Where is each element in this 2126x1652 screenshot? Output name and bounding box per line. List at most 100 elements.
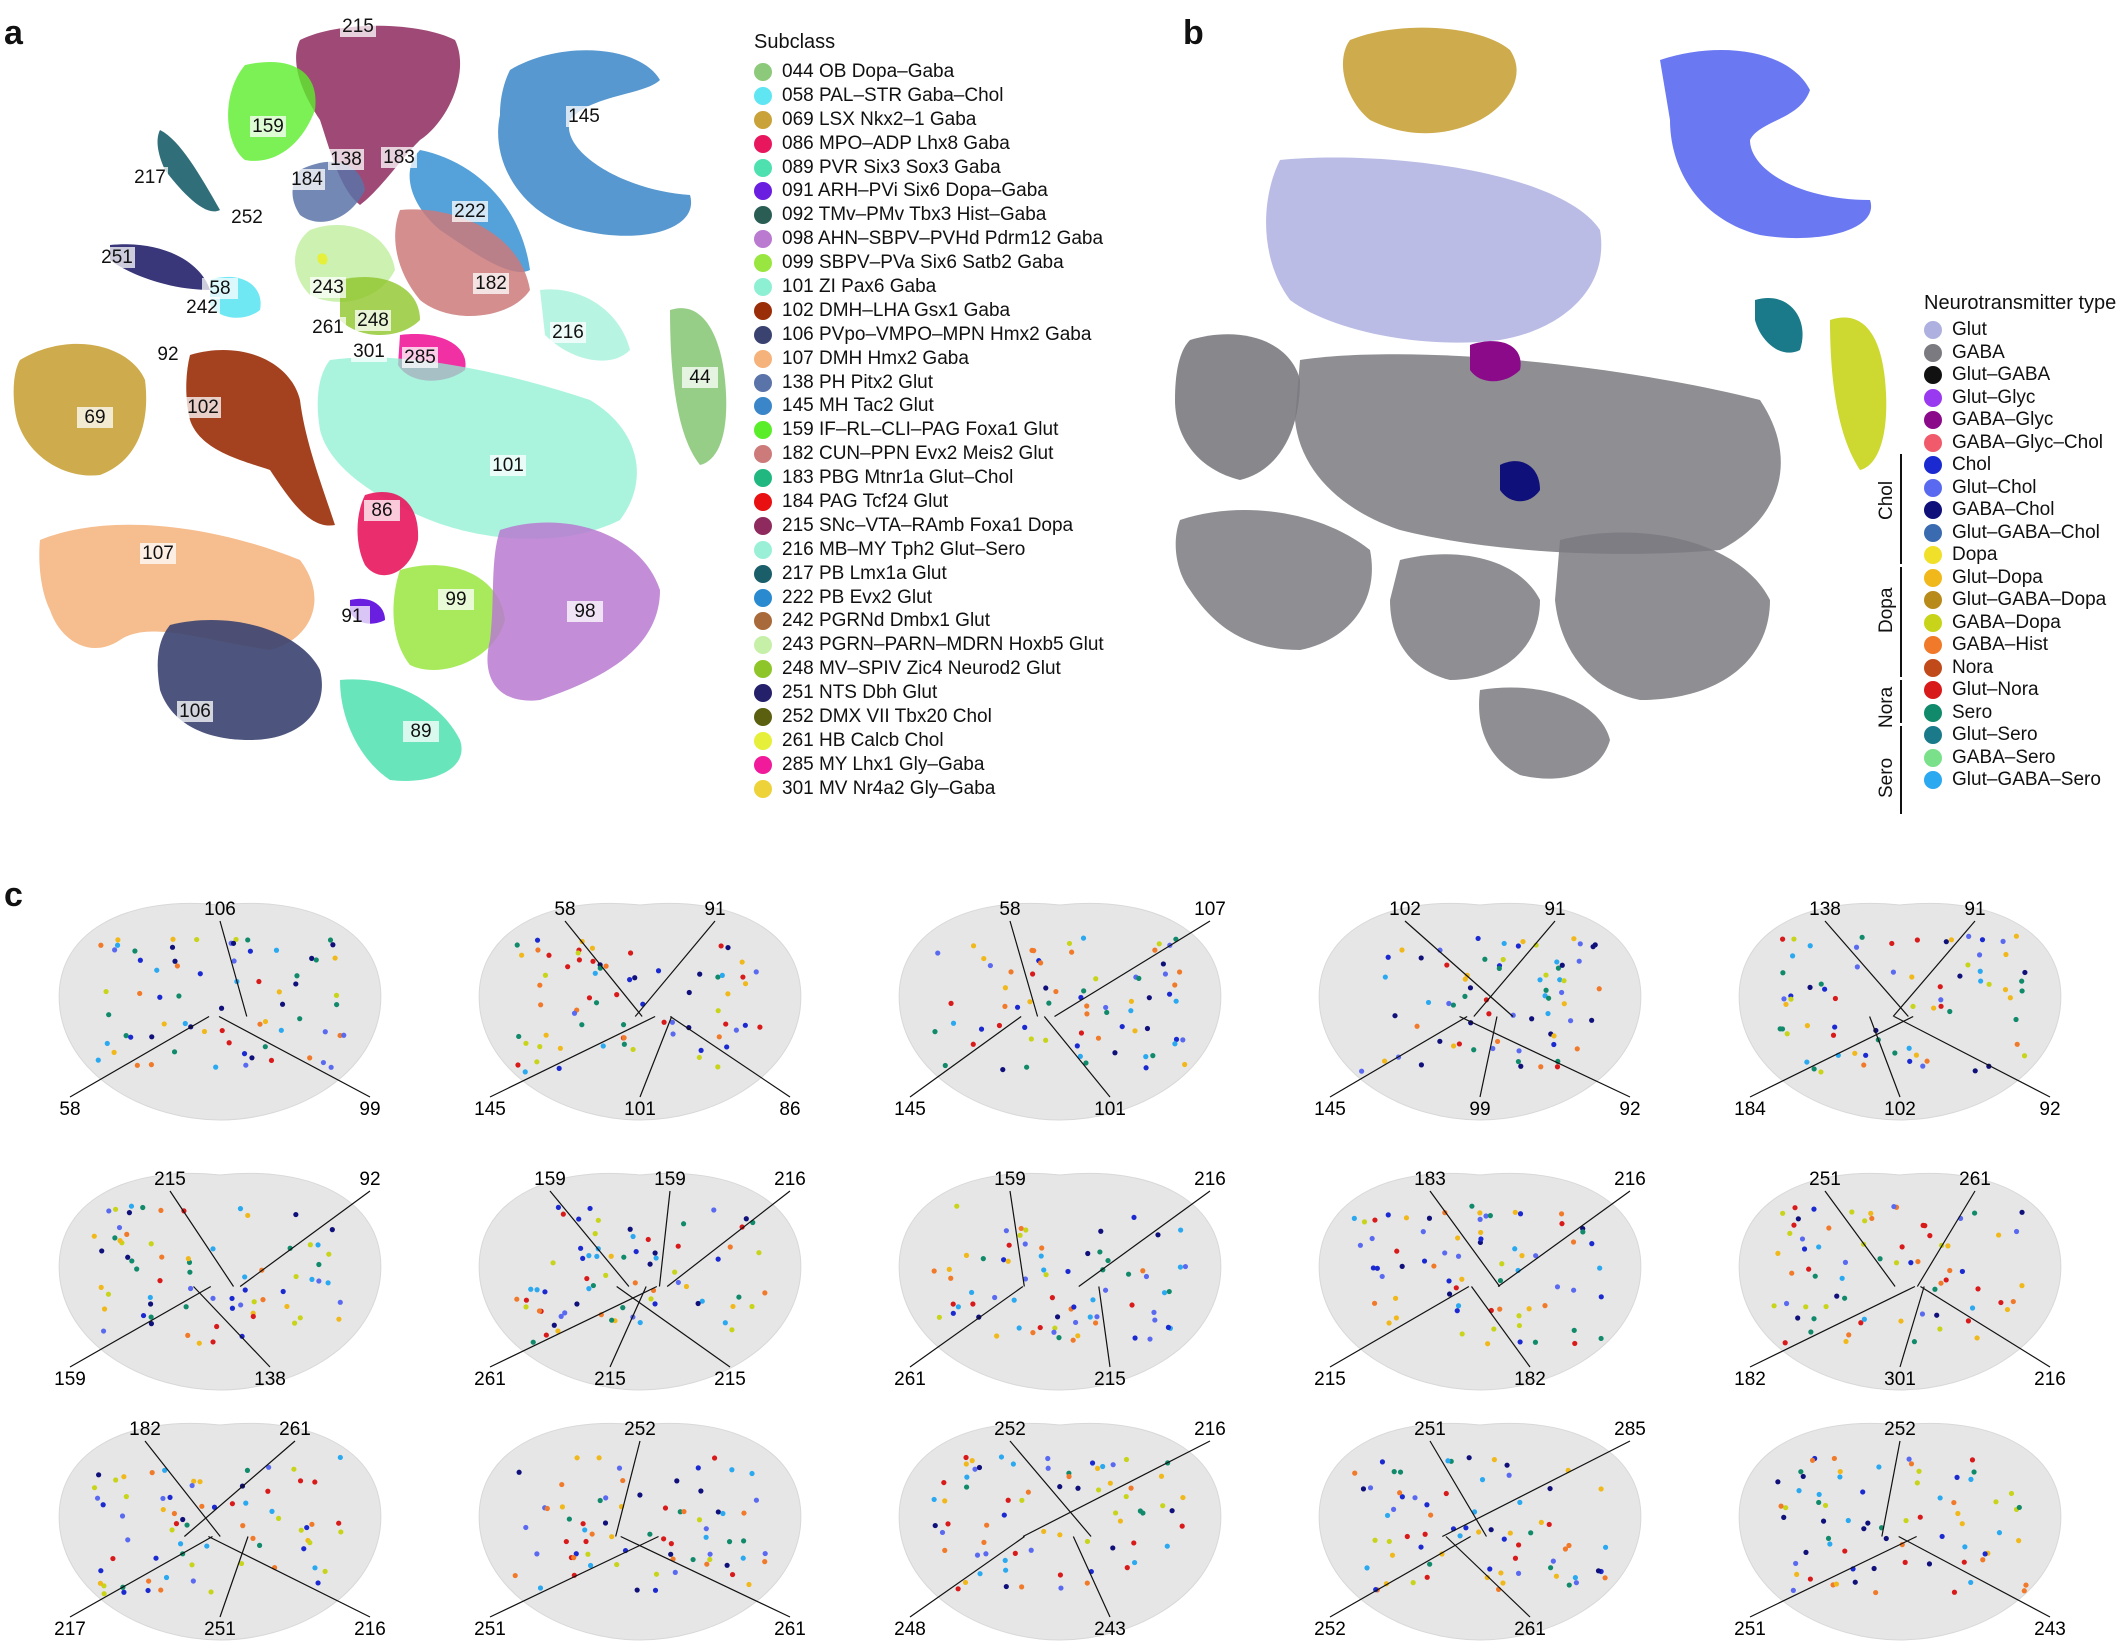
cell-dot [1003, 1567, 1009, 1573]
cell-dot [291, 1466, 297, 1472]
cell-dot [1455, 1253, 1462, 1259]
cell-dot [1156, 941, 1162, 947]
callout-line [1459, 1015, 1631, 1098]
cell-dot [1386, 1538, 1392, 1545]
cell-dot [1890, 969, 1897, 975]
cell-dot [695, 1300, 701, 1307]
callout-line [1892, 920, 1976, 1017]
cell-dot [1822, 1502, 1829, 1509]
cell-dot [2016, 1538, 2022, 1544]
section-callout-label: 215 [1314, 1369, 1346, 1390]
cell-dot [1178, 1227, 1184, 1233]
subclass-legend-label: 098 AHN–SBPV–PVHd Pdrm12 Gaba [782, 228, 1104, 250]
cell-dot [1784, 1031, 1790, 1037]
cell-dot [1038, 1253, 1044, 1259]
subclass-legend-swatch [754, 373, 772, 392]
cell-dot [1005, 1497, 1011, 1503]
section-callout-label: 106 [204, 899, 236, 920]
cell-dot [1979, 937, 1986, 943]
cell-dot [739, 1224, 745, 1230]
cell-dot [100, 1328, 107, 1334]
cell-dot [309, 1521, 315, 1527]
cell-dot [1863, 1052, 1869, 1058]
cell-dot [1022, 1276, 1029, 1282]
subclass-legend-label: 242 PGRNd Dmbx1 Glut [782, 610, 991, 632]
cell-dot [1842, 1295, 1848, 1301]
cell-dot [125, 1254, 131, 1260]
cell-dot [964, 1474, 970, 1480]
nt-legend-label: GABA–Glyc [1952, 409, 2054, 431]
cell-dot [293, 1273, 299, 1280]
cell-dot [125, 1537, 131, 1543]
cell-dot [575, 950, 581, 956]
cell-dot [555, 1328, 561, 1334]
cell-dot [1938, 997, 1944, 1003]
cell-dot [519, 952, 525, 958]
nt-legend-item: Glut–Nora [1924, 679, 2106, 702]
cell-dot [1158, 1473, 1165, 1479]
panel-b-letter: b [1183, 14, 1204, 52]
cell-dot [1861, 1526, 1867, 1532]
cell-dot [586, 1286, 592, 1292]
cell-dot [1105, 1257, 1111, 1264]
cell-dot [1553, 1573, 1560, 1579]
cell-dot [1500, 1580, 1506, 1586]
cell-dot [96, 1472, 102, 1478]
cell-dot [686, 1024, 692, 1031]
umap-label-bg [452, 201, 488, 222]
cell-dot [1849, 1209, 1855, 1215]
cell-dot [1517, 1499, 1523, 1506]
cell-dot [1445, 1458, 1451, 1464]
cell-dot [1561, 978, 1567, 984]
cell-dot [1123, 1456, 1130, 1463]
nt-legend-item: Glut–GABA–Dopa [1924, 589, 2106, 612]
section-outline [1738, 902, 2062, 1121]
nt-legend-item: GABA–Glyc [1924, 409, 2106, 432]
cell-dot [2007, 995, 2013, 1001]
cell-dot [1937, 984, 1943, 990]
cell-dot [1065, 1268, 1071, 1275]
cell-dot [1833, 1581, 1840, 1587]
cell-dot [1572, 1575, 1578, 1581]
cell-dot [720, 1510, 726, 1517]
umap-cluster-label: 69 [84, 407, 105, 428]
cell-dot [1131, 1540, 1137, 1546]
cell-dot [1914, 1480, 1920, 1486]
cell-dot [1077, 1053, 1083, 1059]
subclass-legend-label: 182 CUN–PPN Evx2 Meis2 Glut [782, 443, 1054, 465]
cell-dot [1907, 1058, 1913, 1064]
cell-dot [950, 1310, 956, 1316]
umap-cluster-label: 145 [568, 106, 600, 127]
cell-dot [1562, 1546, 1569, 1552]
cell-dot [514, 942, 520, 948]
cell-dot [292, 1320, 298, 1326]
cell-dot [269, 1508, 275, 1514]
cell-dot [683, 1283, 690, 1290]
cell-dot [998, 1454, 1005, 1460]
cell-dot [632, 975, 638, 981]
subclass-legend-swatch [754, 492, 772, 511]
cell-dot [1589, 1241, 1595, 1247]
cell-dot [963, 1461, 969, 1467]
cell-dot [980, 1256, 986, 1262]
cell-dot [1128, 998, 1135, 1004]
cell-dot [238, 1302, 244, 1308]
subclass-legend-item: 058 PAL–STR Gaba–Chol [754, 84, 1104, 108]
cell-dot [1022, 1241, 1028, 1247]
cell-dot [983, 1551, 989, 1557]
section-callout-label: 251 [1414, 1419, 1446, 1440]
section-callout-label: 261 [474, 1369, 506, 1390]
cell-dot [602, 1520, 609, 1526]
subclass-legend-swatch [754, 182, 772, 201]
cell-dot [976, 1464, 983, 1471]
subclass-legend-swatch [754, 540, 772, 559]
cell-dot [1412, 1495, 1418, 1501]
cell-dot [749, 1470, 755, 1477]
cell-dot [251, 1299, 257, 1305]
callout-line [1329, 1535, 1471, 1618]
cell-dot [1477, 1210, 1483, 1216]
group-bar-dopa [1900, 567, 1902, 677]
cell-dot [1598, 1294, 1604, 1300]
